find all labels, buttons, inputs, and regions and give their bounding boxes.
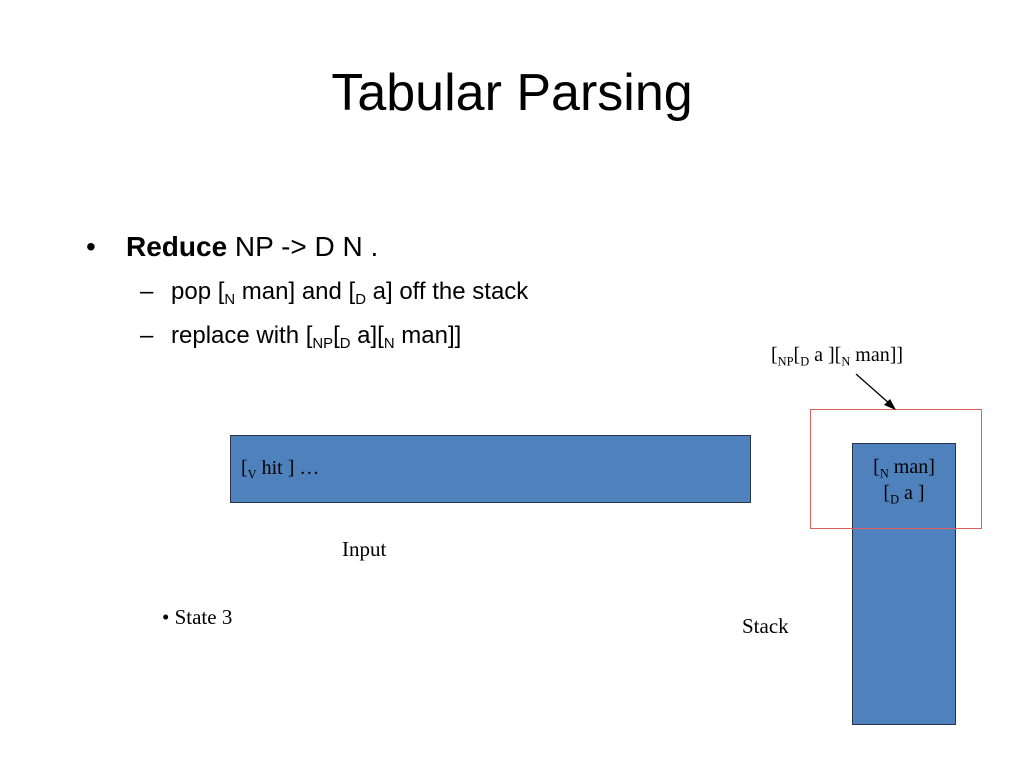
stack-top-highlight	[810, 409, 982, 529]
slide-title: Tabular Parsing	[331, 64, 693, 122]
stack-label: Stack	[742, 614, 789, 638]
reduce-result-label: [NP[D a ][N man]]	[771, 344, 904, 369]
subscript: N	[383, 336, 395, 353]
text: replace with [	[171, 322, 313, 349]
text: [	[333, 322, 340, 349]
text: pop [	[171, 278, 225, 305]
text: man]]	[394, 322, 462, 349]
bullet-reduce: • Reduce NP -> D N .	[86, 224, 528, 270]
text: [	[771, 344, 778, 366]
subscript: N	[224, 292, 236, 309]
dash: –	[140, 322, 154, 349]
input-label: Input	[342, 537, 387, 561]
bullet-bold: Reduce	[126, 231, 228, 262]
text: [	[793, 344, 801, 366]
state-label: • State 3	[162, 605, 233, 629]
stack-contents: [N man] [D a ]	[853, 454, 955, 506]
text: a ][	[809, 344, 842, 366]
subscript: D	[339, 336, 351, 353]
subbullet-replace: – replace with [NP[D a][N man]]	[86, 314, 528, 358]
subscript: NP	[777, 354, 794, 369]
text: [	[241, 457, 248, 479]
bullet-rest: NP -> D N .	[227, 231, 379, 262]
text: [	[883, 482, 891, 504]
input-box-text: [V hit ] …	[241, 457, 320, 482]
subscript: D	[800, 354, 810, 369]
stack-item-determiner: [D a ]	[853, 480, 955, 506]
subscript: NP	[312, 336, 334, 353]
subscript: V	[247, 467, 257, 482]
text: a] off the stack	[365, 278, 529, 305]
text: man] and [	[235, 278, 356, 305]
input-box: [V hit ] …	[230, 435, 751, 503]
text: man]	[888, 456, 935, 478]
subscript: D	[355, 292, 366, 309]
bullet-list: • Reduce NP -> D N . – pop [N man] and […	[86, 224, 528, 358]
text: a ]	[899, 482, 925, 504]
text: a][	[350, 322, 384, 349]
dash: –	[140, 278, 154, 305]
subscript: N	[879, 466, 889, 481]
stack-box: [N man] [D a ]	[852, 443, 956, 725]
text: man]]	[850, 344, 904, 366]
subscript: D	[890, 492, 900, 507]
bullet-dot: •	[86, 231, 96, 262]
subscript: N	[841, 354, 851, 369]
arrow-line	[855, 373, 891, 405]
stack-item-noun: [N man]	[853, 454, 955, 480]
text: [	[873, 456, 880, 478]
text: hit ] …	[256, 457, 320, 479]
subbullet-pop: – pop [N man] and [D a] off the stack	[86, 270, 528, 314]
